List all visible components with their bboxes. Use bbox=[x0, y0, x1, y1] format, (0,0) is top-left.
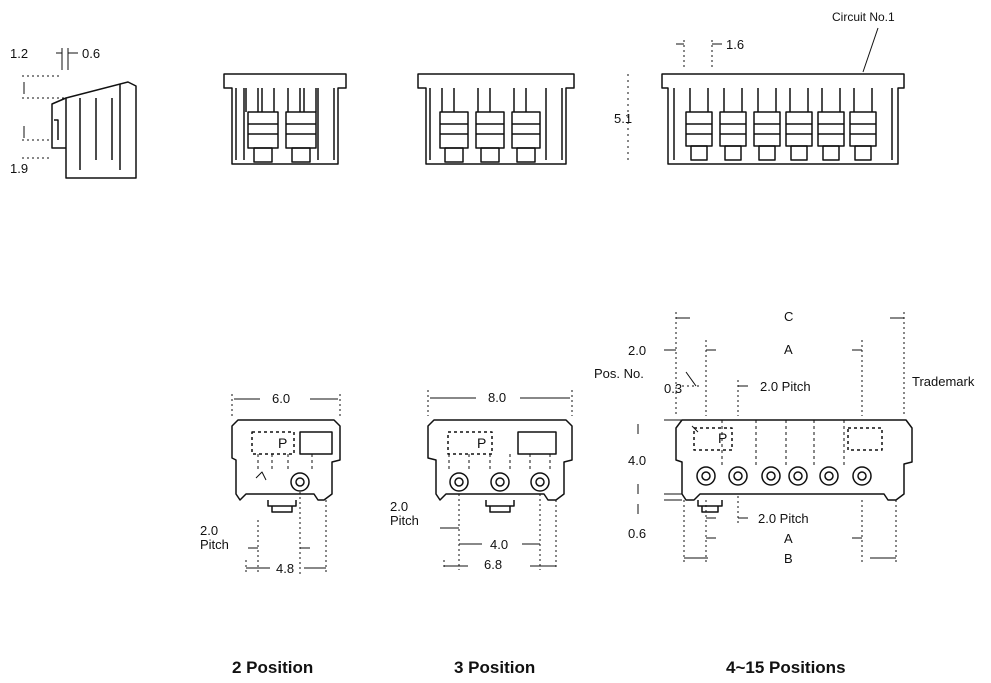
6pos-contacts bbox=[685, 88, 877, 161]
circuit-no1-label: Circuit No.1 bbox=[832, 10, 895, 24]
p4-p-mark: P bbox=[718, 430, 728, 446]
p3-width-label: 8.0 bbox=[488, 390, 507, 405]
side-dim-1-9: 1.9 bbox=[10, 161, 29, 176]
bottom-view-3pos bbox=[427, 390, 573, 570]
p4-A-top-label: A bbox=[784, 342, 793, 357]
p4-B-label: B bbox=[784, 551, 793, 566]
front-dim-1-6: 1.6 bbox=[726, 37, 745, 52]
side-dim-1-2: 1.2 bbox=[10, 46, 29, 61]
p4-C-label: C bbox=[784, 309, 794, 324]
p3-4-0-label: 4.0 bbox=[490, 537, 509, 552]
p4-2-0-label: 2.0 bbox=[628, 343, 647, 358]
p4-4-0-label: 4.0 bbox=[628, 453, 647, 468]
p2-4-8-label: 4.8 bbox=[276, 561, 295, 576]
side-view bbox=[22, 48, 137, 179]
front-view-2pos bbox=[223, 73, 347, 165]
p4-0-3-label: 0.3 bbox=[664, 381, 683, 396]
p3-p-mark: P bbox=[477, 435, 487, 451]
3pos-contacts bbox=[439, 88, 541, 163]
front-view-3pos bbox=[417, 73, 575, 165]
p2-p-mark: P bbox=[278, 435, 288, 451]
p3-6-8-label: 6.8 bbox=[484, 557, 503, 572]
side-dim-0-6: 0.6 bbox=[82, 46, 101, 61]
bottom-view-2pos bbox=[231, 394, 341, 574]
p2-width-label: 6.0 bbox=[272, 391, 291, 406]
caption-4-15-positions: 4~15 Positions bbox=[726, 658, 846, 677]
p4-0-6-label: 0.6 bbox=[628, 526, 647, 541]
p2-pitch-label: 2.0 Pitch bbox=[200, 523, 229, 552]
p4-A-bot-label: A bbox=[784, 531, 793, 546]
caption-3-position: 3 Position bbox=[454, 658, 536, 677]
p4-trademark-label: Trademark bbox=[912, 374, 975, 389]
caption-2-position: 2 Position bbox=[232, 658, 314, 677]
p3-pitch-label: 2.0 Pitch bbox=[390, 499, 419, 528]
p4-pitch-top-label: 2.0 Pitch bbox=[760, 379, 811, 394]
front-dim-5-1: 5.1 bbox=[614, 111, 633, 126]
p4-posno-label: Pos. No. bbox=[594, 366, 644, 381]
front-view-4-15pos bbox=[627, 27, 905, 165]
bottom-view-4-15pos bbox=[637, 312, 913, 562]
p4-pitch-bot-label: 2.0 Pitch bbox=[758, 511, 809, 526]
